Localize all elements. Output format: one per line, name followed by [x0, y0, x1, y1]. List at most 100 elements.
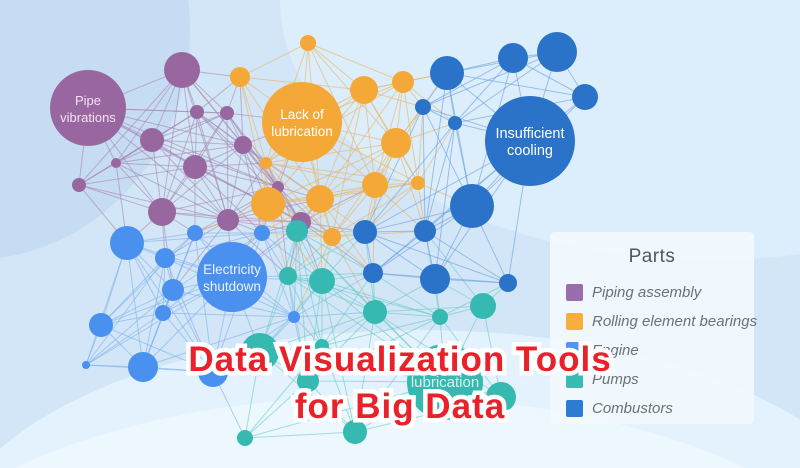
- node-bearings-4[interactable]: [350, 76, 378, 104]
- node-engine-12[interactable]: [254, 225, 270, 241]
- node-combustors-12[interactable]: [499, 274, 517, 292]
- node-pumps-10[interactable]: [486, 382, 516, 412]
- legend-label-piping: Piping assembly: [592, 284, 702, 301]
- edge-piping: [227, 162, 267, 221]
- edge-piping: [194, 166, 279, 188]
- edge-engine: [100, 289, 174, 326]
- edge-bearings: [239, 76, 267, 164]
- node-engine-2[interactable]: [110, 226, 144, 260]
- node-bearings-11[interactable]: [251, 187, 285, 221]
- node-piping-3[interactable]: [140, 128, 164, 152]
- legend-label-combustors: Combustors: [592, 400, 673, 417]
- legend-item-piping[interactable]: Piping assembly: [566, 278, 754, 307]
- edge-engine: [162, 312, 295, 318]
- node-bearings-9[interactable]: [306, 185, 334, 213]
- node-combustors-11[interactable]: [420, 264, 450, 294]
- node-piping-11[interactable]: [217, 209, 239, 231]
- node-engine-7[interactable]: [155, 305, 171, 321]
- edge-bearings: [417, 106, 424, 184]
- node-engine-9[interactable]: [82, 361, 90, 369]
- legend-swatch-piping: [566, 284, 583, 301]
- node-combustors-10[interactable]: [414, 220, 436, 242]
- node-piping-2[interactable]: [164, 52, 200, 88]
- legend-swatch-engine: [566, 342, 583, 359]
- edge-piping: [226, 112, 229, 221]
- network-nodes: [50, 32, 598, 446]
- node-bearings-12[interactable]: [260, 157, 272, 169]
- cluster-hub-piping[interactable]: [50, 70, 126, 146]
- node-bearings-7[interactable]: [362, 172, 388, 198]
- node-piping-8[interactable]: [183, 155, 207, 179]
- edge-pumps: [287, 275, 376, 313]
- node-pumps-2[interactable]: [286, 220, 308, 242]
- node-piping-10[interactable]: [148, 198, 176, 226]
- legend-item-bearings[interactable]: Rolling element bearings: [566, 307, 758, 336]
- legend-item-pumps[interactable]: Pumps: [566, 365, 754, 394]
- node-combustors-8[interactable]: [450, 184, 494, 228]
- edge-pumps: [372, 272, 441, 318]
- edge-combustors: [446, 72, 586, 98]
- edge-pumps: [321, 345, 356, 433]
- node-bearings-3[interactable]: [230, 67, 250, 87]
- node-pumps-9[interactable]: [432, 309, 448, 325]
- edge-pumps: [374, 305, 484, 313]
- legend-title: Parts: [628, 246, 676, 267]
- node-piping-5[interactable]: [220, 106, 234, 120]
- edge-piping: [78, 166, 196, 186]
- node-combustors-3[interactable]: [498, 43, 528, 73]
- edge-piping: [242, 144, 263, 234]
- edge-piping: [239, 76, 244, 146]
- node-pumps-13[interactable]: [315, 339, 329, 353]
- node-piping-12[interactable]: [111, 158, 121, 168]
- node-bearings-5[interactable]: [392, 71, 414, 93]
- node-bearings-10[interactable]: [323, 228, 341, 246]
- node-engine-10[interactable]: [198, 357, 228, 387]
- node-engine-4[interactable]: [187, 225, 203, 241]
- node-bearings-6[interactable]: [381, 128, 411, 158]
- node-combustors-7[interactable]: [448, 116, 462, 130]
- node-pumps-5[interactable]: [241, 333, 279, 371]
- node-engine-8[interactable]: [128, 352, 158, 382]
- legend-item-combustors[interactable]: Combustors: [566, 394, 754, 423]
- edge-piping: [227, 144, 244, 221]
- edge-combustors: [422, 106, 426, 232]
- edge-engine: [100, 257, 166, 326]
- legend-label-bearings: Rolling element bearings: [592, 313, 758, 330]
- node-combustors-9[interactable]: [353, 220, 377, 244]
- edge-bearings: [239, 76, 269, 205]
- legend-label-engine: Engine: [592, 342, 639, 359]
- node-combustors-4[interactable]: [537, 32, 577, 72]
- node-pumps-11[interactable]: [343, 420, 367, 444]
- node-engine-5[interactable]: [162, 279, 184, 301]
- node-combustors-6[interactable]: [415, 99, 431, 115]
- node-pumps-8[interactable]: [470, 293, 496, 319]
- node-pumps-7[interactable]: [363, 300, 387, 324]
- legend-swatch-combustors: [566, 400, 583, 417]
- node-pumps-12[interactable]: [237, 430, 253, 446]
- node-bearings-8[interactable]: [411, 176, 425, 190]
- node-combustors-2[interactable]: [430, 56, 464, 90]
- node-piping-4[interactable]: [190, 105, 204, 119]
- node-combustors-5[interactable]: [572, 84, 598, 110]
- edge-combustors: [424, 122, 456, 232]
- node-engine-6[interactable]: [89, 313, 113, 337]
- legend-swatch-pumps: [566, 371, 583, 388]
- node-pumps-3[interactable]: [309, 268, 335, 294]
- node-engine-11[interactable]: [288, 311, 300, 323]
- node-piping-9[interactable]: [72, 178, 86, 192]
- node-bearings-2[interactable]: [300, 35, 316, 51]
- node-pumps-6[interactable]: [297, 370, 319, 392]
- cluster-hub-bearings[interactable]: [262, 82, 342, 162]
- node-piping-6[interactable]: [234, 136, 252, 154]
- node-engine-3[interactable]: [155, 248, 175, 268]
- edge-piping: [227, 219, 289, 277]
- legend-swatch-bearings: [566, 313, 583, 330]
- cluster-hub-engine[interactable]: [197, 242, 267, 312]
- node-pumps-4[interactable]: [279, 267, 297, 285]
- node-combustors-13[interactable]: [363, 263, 383, 283]
- legend-item-engine[interactable]: Engine: [566, 336, 754, 365]
- edge-pumps: [321, 280, 441, 318]
